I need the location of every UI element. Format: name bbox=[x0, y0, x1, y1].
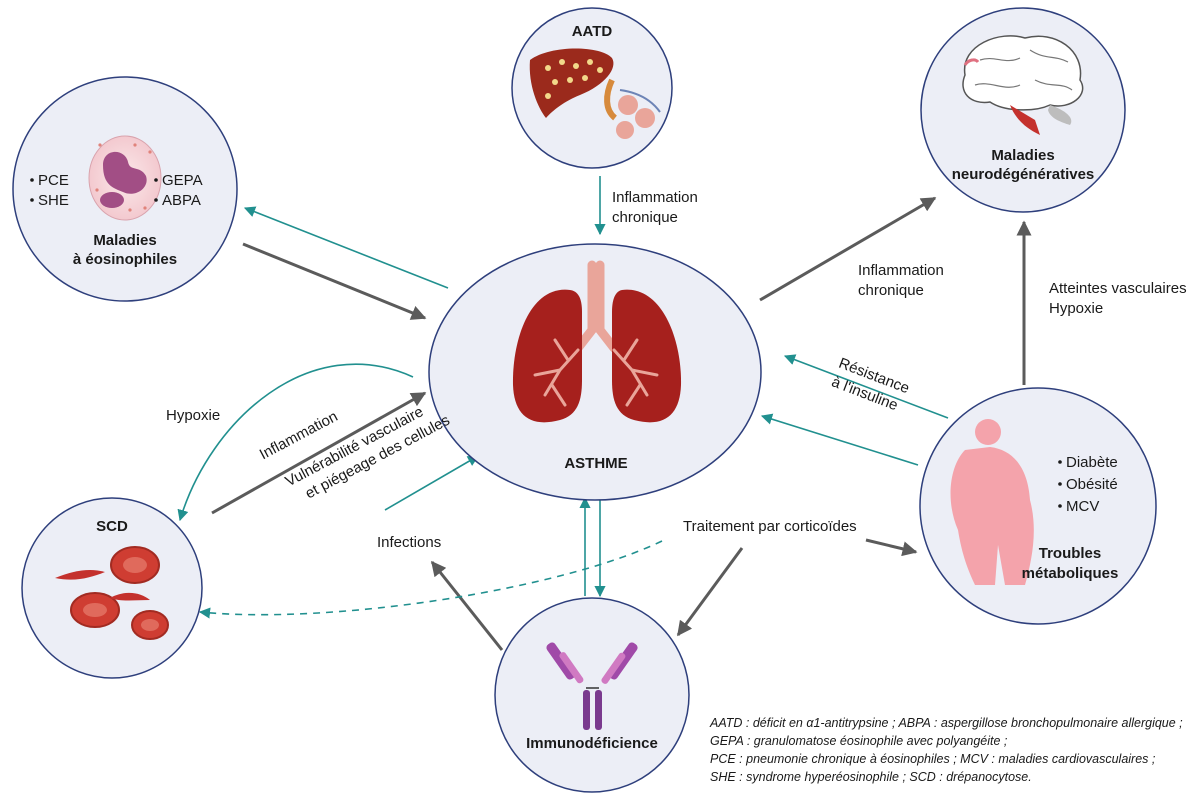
legend-line: GEPA : granulomatose éosinophile avec po… bbox=[710, 734, 1008, 748]
label-vascular-line2: Hypoxie bbox=[1049, 300, 1103, 317]
label-hypoxie: Hypoxie bbox=[166, 407, 220, 424]
immuno-node bbox=[494, 597, 690, 793]
asthme-title: ASTHME bbox=[564, 455, 627, 472]
arrow-asthme-to-scd-hypoxie bbox=[177, 363, 414, 522]
metabolic-title-line1: Troubles bbox=[1039, 545, 1102, 562]
arrow-scd-to-asthme bbox=[211, 391, 427, 515]
label-aatd-inflammation-line2: chronique bbox=[612, 209, 678, 226]
arrow-corticoids-to-metabolic bbox=[865, 538, 918, 557]
arrow-asthme-to-neuro bbox=[759, 196, 937, 302]
brain-icon bbox=[962, 35, 1084, 135]
arrow-eosinophiles-to-asthme bbox=[242, 242, 427, 320]
lungs-icon bbox=[512, 260, 682, 423]
legend-line: PCE : pneumonie chronique à éosinophiles… bbox=[710, 752, 1156, 766]
sickle-cells-icon bbox=[55, 546, 169, 640]
label-aatd-inflammation-line1: Inflammation bbox=[612, 189, 698, 206]
scd-title: SCD bbox=[96, 518, 128, 535]
legend: AATD : déficit en α1-antitrypsine ; ABPA… bbox=[709, 716, 1183, 784]
aatd-title: AATD bbox=[572, 23, 613, 40]
legend-line: AATD : déficit en α1-antitrypsine ; ABPA… bbox=[709, 716, 1183, 730]
label-neuro-inflammation-line2: chronique bbox=[858, 282, 924, 299]
arrow-infections-to-asthme bbox=[384, 455, 479, 511]
arrow-metabolic-to-asthme bbox=[760, 413, 919, 466]
edges bbox=[177, 176, 1032, 651]
arrow-metabolic-to-asthme-insulin bbox=[783, 354, 949, 419]
immuno-title: Immunodéficience bbox=[526, 735, 658, 752]
label-insulin-group: Résistance à l'insuline bbox=[829, 355, 912, 414]
antibody-icon bbox=[546, 642, 638, 730]
metabolic-item-diabete: Diabète bbox=[1066, 454, 1118, 471]
label-vascular-line1: Atteintes vasculaires bbox=[1049, 280, 1187, 297]
eosinophiles-item-pce: PCE bbox=[38, 172, 69, 189]
neuro-title-line2: neurodégénératives bbox=[952, 166, 1095, 183]
asthme-node bbox=[428, 243, 762, 501]
liver-icon bbox=[529, 48, 661, 139]
arrow-asthme-to-eosinophiles bbox=[243, 206, 449, 289]
arrow-corticoids-to-immuno bbox=[676, 547, 744, 637]
eosinophiles-item-gepa: GEPA bbox=[162, 172, 203, 189]
metabolic-title-line2: métaboliques bbox=[1022, 565, 1119, 582]
eosinophil-icon bbox=[88, 135, 162, 221]
eosinophiles-bullets bbox=[30, 178, 158, 202]
metabolic-item-mcv: MCV bbox=[1066, 498, 1099, 515]
obese-person-icon bbox=[950, 419, 1034, 585]
neuro-title-line1: Maladies bbox=[991, 147, 1054, 164]
eosinophiles-item-abpa: ABPA bbox=[162, 192, 201, 209]
label-neuro-inflammation-line1: Inflammation bbox=[858, 262, 944, 279]
nodes bbox=[12, 7, 1157, 793]
label-infections: Infections bbox=[377, 534, 441, 551]
arrow-corticoids-to-scd bbox=[198, 540, 663, 619]
eosinophiles-item-she: SHE bbox=[38, 192, 69, 209]
label-scd-group: Inflammation Vulnérabilité vasculaire et… bbox=[257, 403, 453, 502]
arrow-immuno-to-infections bbox=[430, 560, 504, 651]
legend-line: SHE : syndrome hyperéosinophile ; SCD : … bbox=[710, 770, 1032, 784]
metabolic-bullets bbox=[1058, 460, 1062, 508]
label-corticoids: Traitement par corticoïdes bbox=[683, 518, 857, 535]
eosinophiles-title-line2: à éosinophiles bbox=[73, 251, 177, 268]
eosinophiles-title-line1: Maladies bbox=[93, 232, 156, 249]
metabolic-item-obesite: Obésité bbox=[1066, 476, 1118, 493]
